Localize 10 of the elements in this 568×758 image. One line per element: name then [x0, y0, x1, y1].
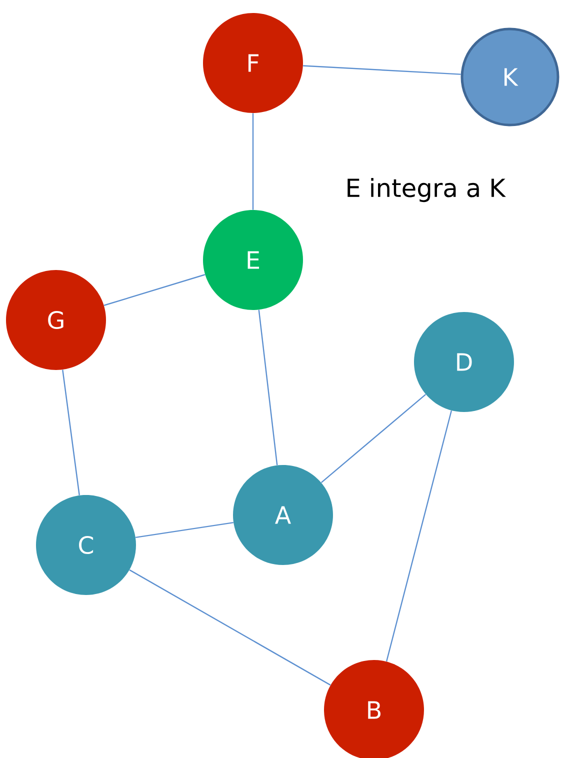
connector-line [252, 113, 254, 210]
connector-line [62, 370, 80, 496]
connector-line [129, 569, 331, 686]
connector-line [303, 65, 461, 75]
caption-text: E integra a K [348, 178, 506, 202]
connector-line [258, 310, 278, 466]
connector-line [320, 394, 426, 484]
connector-line [104, 274, 206, 306]
connector-line [136, 522, 234, 538]
connector-line [386, 410, 452, 662]
